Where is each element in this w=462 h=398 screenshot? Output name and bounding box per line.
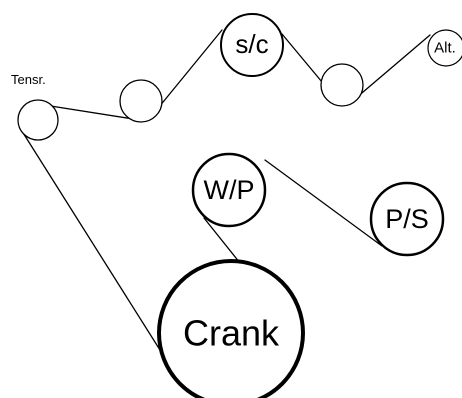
belt-segment-sc-to-idler-right — [281, 33, 323, 83]
tensioner-label: Tensr. — [11, 72, 46, 87]
tensioner-pulley — [17, 99, 59, 141]
alternator-pulley: Alt. — [427, 29, 462, 67]
power-steering-pulley-label: P/S — [385, 204, 429, 234]
supercharger-pulley: s/c — [220, 13, 284, 77]
water-pump-pulley-label: W/P — [204, 175, 255, 205]
idler-pulley-right — [320, 63, 364, 107]
belt-segment-tensioner-to-crank — [19, 127, 161, 351]
idler-pulley-left — [119, 79, 163, 123]
crankshaft-pulley-label: Crank — [183, 313, 280, 354]
power-steering-pulley: P/S — [369, 181, 445, 257]
belt-segment-idler-right-to-alt — [355, 34, 431, 99]
supercharger-pulley-label: s/c — [235, 29, 268, 59]
alternator-pulley-label: Alt. — [434, 40, 456, 57]
belt-segment-wp-to-ps — [264, 159, 383, 247]
water-pump-pulley: W/P — [191, 152, 267, 228]
crankshaft-pulley: Crank — [157, 259, 305, 398]
